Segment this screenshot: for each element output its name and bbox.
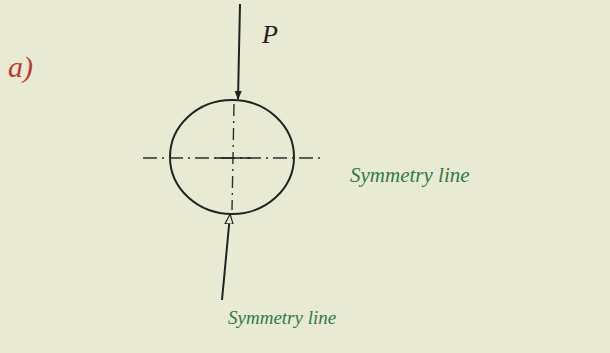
load-arrow-top <box>238 4 240 99</box>
vertical-symmetry-line <box>232 104 234 210</box>
center-mark <box>215 157 251 159</box>
horizontal-symmetry-line <box>143 157 322 158</box>
ring <box>170 100 294 214</box>
force-label: P <box>262 22 278 48</box>
load-arrow-bottom <box>222 215 230 300</box>
symmetry-note: Symmetry line <box>228 308 336 327</box>
symmetry-note: Symmetry line <box>350 165 470 186</box>
part-label: a) <box>8 52 33 82</box>
